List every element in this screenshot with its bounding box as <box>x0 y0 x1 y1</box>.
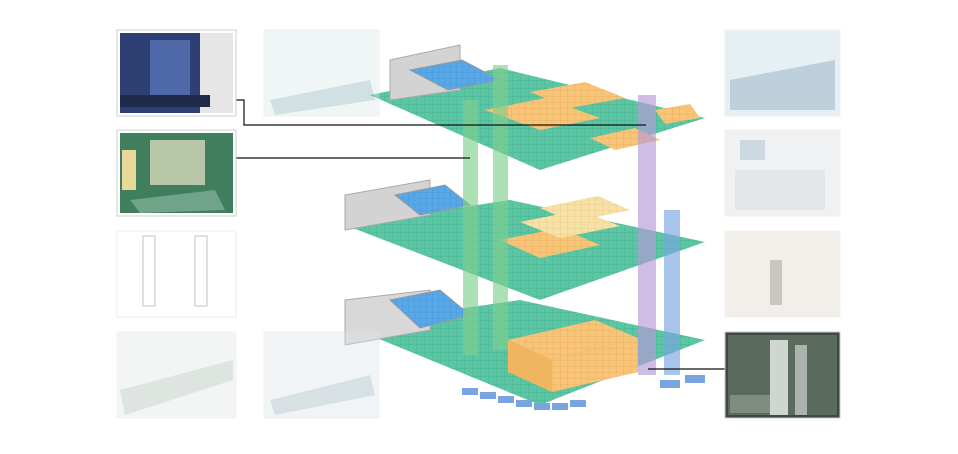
ground-floor-rack-side <box>552 338 638 392</box>
vertical-conveyor-drawing-photo <box>116 230 237 318</box>
lift-shafts <box>463 65 680 375</box>
top-floor-rack-4 <box>655 104 700 124</box>
left-photo-column <box>116 29 237 419</box>
middle-floor-rack-3 <box>540 196 630 222</box>
roller-conveyor-photo <box>116 331 237 419</box>
top-floor-rack-1 <box>485 98 600 130</box>
green-lift-2 <box>493 65 508 350</box>
picking-station-photo <box>724 129 841 217</box>
vertical-lift-cabinet-photo <box>116 29 237 117</box>
vertical-lift-tower-photo <box>724 331 841 419</box>
connector-cabinet-to-top-floor <box>236 99 646 126</box>
middle-photo-column <box>263 29 380 419</box>
delivery-trucks <box>462 375 705 410</box>
right-photo-column <box>724 29 841 419</box>
ground-floor <box>344 289 705 410</box>
purple-lift <box>638 95 656 375</box>
middle-floor-rack-1 <box>500 228 600 258</box>
picking-line-workers-photo <box>724 29 841 117</box>
connector-lines <box>236 99 726 370</box>
ground-floor-rack-front <box>508 340 552 392</box>
top-floor <box>370 44 705 170</box>
top-floor-rack-2 <box>530 82 625 108</box>
warehouse-conveyor-photo-top <box>263 29 380 117</box>
lift-platform-photo <box>116 129 237 217</box>
ground-floor-rack-top <box>508 320 638 360</box>
warehouse-floor-photo-bottom <box>263 331 380 419</box>
worker-in-aisle-photo <box>724 230 841 318</box>
middle-floor <box>344 179 705 300</box>
blue-lift <box>664 210 680 375</box>
green-lift-1 <box>463 100 478 355</box>
